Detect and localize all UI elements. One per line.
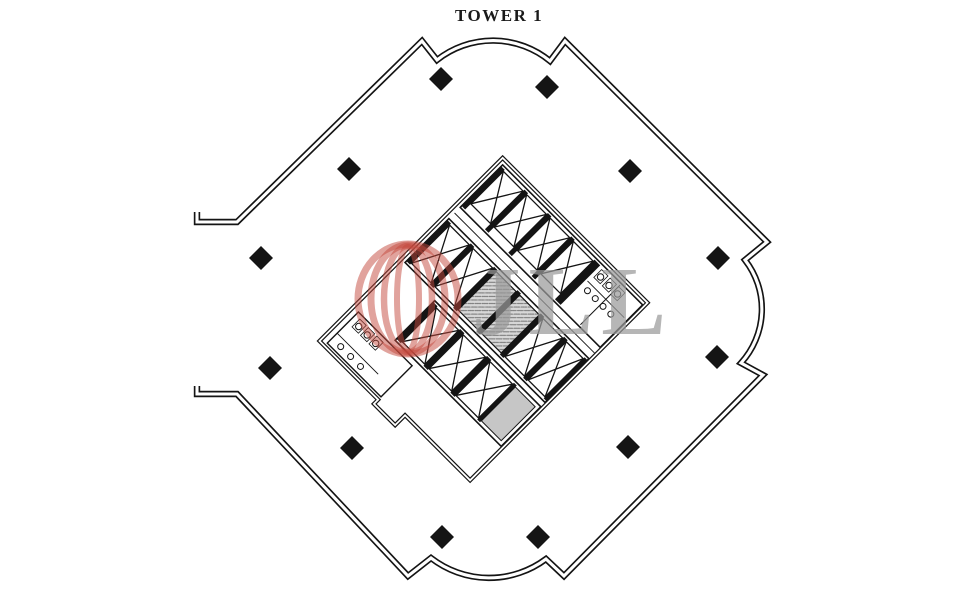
building-outline (193, 36, 772, 582)
stair-cells (457, 270, 541, 354)
structural-column (429, 67, 453, 91)
jll-watermark-text: JLL (472, 248, 674, 355)
structural-column (705, 345, 729, 369)
elevator-bank-1 (459, 163, 644, 349)
structural-column (337, 157, 361, 181)
structural-column (535, 75, 559, 99)
structural-column (430, 525, 454, 549)
bank1-walls (461, 166, 601, 305)
structural-column (616, 435, 640, 459)
watermark: JLL (354, 240, 674, 358)
structural-column (340, 436, 364, 460)
columns-layer (249, 67, 730, 549)
structural-column (706, 246, 730, 270)
structural-column (258, 356, 282, 380)
structural-column (526, 525, 550, 549)
jll-globe-logo (354, 240, 462, 358)
outline-white-gap (195, 38, 770, 580)
core-boundary-gap (318, 156, 649, 482)
washroom-top (580, 269, 626, 326)
structural-column (249, 246, 273, 270)
core-corridor-line (454, 212, 595, 354)
bank1-elevator-cells (469, 170, 595, 295)
structural-column (618, 159, 642, 183)
page-title: TOWER 1 (455, 6, 544, 25)
rowb-service-cell (480, 386, 536, 442)
